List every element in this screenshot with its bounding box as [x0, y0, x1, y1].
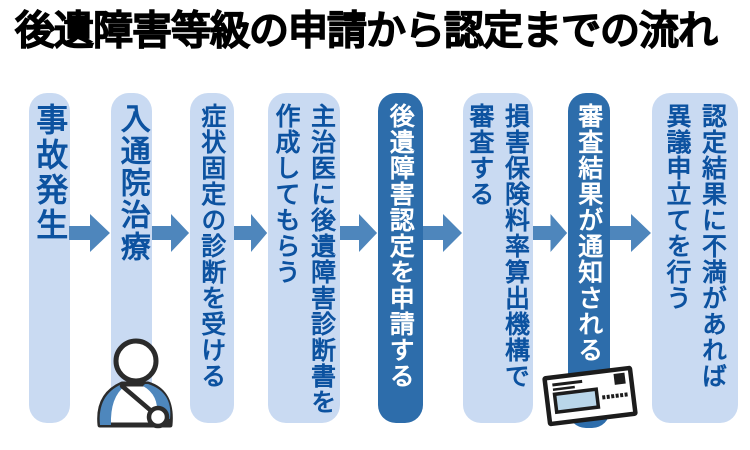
envelope-icon: [542, 364, 638, 428]
flow-step-symptom-fixation-diagnosis: 症状固定の診断を受ける: [190, 93, 234, 423]
flow-step-label: 認定結果に不満があれば 異議申立てを行う: [663, 103, 728, 389]
flow-step-label: 入通院治療: [114, 103, 150, 263]
flow-step-objection: 認定結果に不満があれば 異議申立てを行う: [652, 93, 738, 423]
arrow-right-icon: [69, 213, 111, 253]
flow-step-apply-certification: 後遺障害認定を申請する: [378, 93, 423, 423]
flow-step-label: 主治医に後遺障害診断書を 作成してもらう: [272, 103, 337, 415]
page-title: 後遺障害等級の申請から認定までの流れ: [15, 8, 719, 55]
flow-step-label: 後遺障害認定を申請する: [386, 103, 416, 389]
flow-step-label: 損害保険料率算出機構で 審査する: [466, 103, 531, 389]
arrow-right-icon: [152, 213, 190, 253]
flow-step-label: 審査結果が通知される: [574, 103, 604, 363]
injured-person-icon: [95, 337, 175, 429]
flow-step-rating-organization-review: 損害保険料率算出機構で 審査する: [463, 93, 533, 423]
arrow-right-icon: [423, 213, 463, 253]
flow-step-doctor-certificate: 主治医に後遺障害診断書を 作成してもらう: [268, 93, 340, 423]
arrow-right-icon: [533, 213, 568, 253]
flow-step-label: 症状固定の診断を受ける: [197, 103, 227, 389]
flow-step-accident: 事故発生: [29, 93, 70, 423]
arrow-right-icon: [610, 213, 652, 253]
arrow-right-icon: [234, 213, 268, 253]
arrow-right-icon: [340, 213, 378, 253]
flow-step-label: 事故発生: [31, 103, 70, 243]
